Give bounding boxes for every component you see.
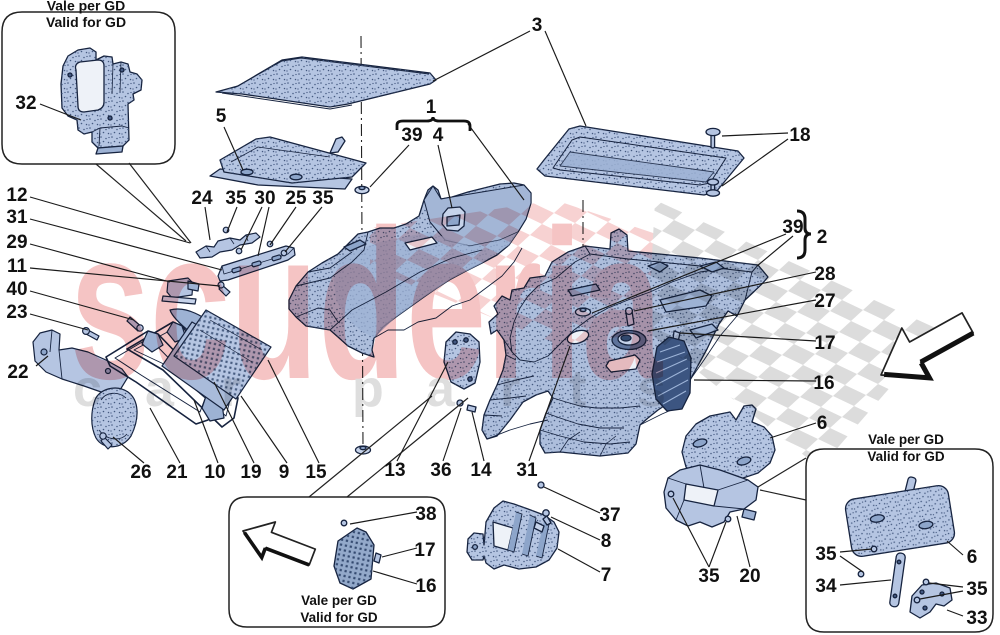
svg-text:28: 28 (814, 264, 835, 285)
svg-text:33: 33 (966, 608, 987, 629)
svg-text:17: 17 (814, 333, 835, 354)
svg-text:22: 22 (7, 362, 28, 383)
svg-text:7: 7 (601, 565, 612, 586)
svg-text:5: 5 (216, 106, 227, 127)
svg-text:19: 19 (240, 462, 261, 483)
svg-text:21: 21 (166, 462, 188, 483)
svg-text:a: a (145, 360, 175, 418)
svg-text:c: c (73, 360, 102, 418)
svg-text:Valid for GD: Valid for GD (300, 610, 378, 625)
svg-text:Vale per GD: Vale per GD (47, 0, 126, 14)
svg-text:24: 24 (191, 188, 213, 209)
svg-text:8: 8 (601, 531, 612, 552)
svg-text:r: r (221, 360, 241, 418)
svg-text:15: 15 (305, 462, 327, 483)
svg-text:2: 2 (817, 227, 828, 248)
svg-text:t: t (569, 360, 586, 418)
svg-text:Valid for GD: Valid for GD (867, 449, 945, 464)
svg-text:25: 25 (285, 188, 307, 209)
svg-text:s: s (637, 360, 666, 418)
svg-text:4: 4 (433, 125, 444, 146)
svg-text:39: 39 (401, 125, 422, 146)
svg-text:a: a (426, 360, 456, 418)
svg-text:38: 38 (415, 504, 436, 525)
svg-text:p: p (352, 360, 384, 418)
svg-text:40: 40 (6, 279, 27, 300)
svg-text:31: 31 (6, 207, 28, 228)
svg-text:35: 35 (966, 579, 988, 600)
svg-text:26: 26 (130, 462, 151, 483)
svg-text:scuderia: scuderia (70, 185, 664, 424)
svg-text:36: 36 (430, 460, 451, 481)
svg-text:20: 20 (739, 566, 760, 587)
svg-text:18: 18 (789, 125, 810, 146)
svg-text:31: 31 (516, 460, 538, 481)
svg-text:10: 10 (204, 462, 225, 483)
svg-text:16: 16 (415, 576, 436, 597)
svg-text:r: r (500, 360, 520, 418)
svg-text:12: 12 (6, 185, 27, 206)
svg-text:27: 27 (814, 291, 835, 312)
svg-text:37: 37 (599, 505, 620, 526)
svg-text:Valid for GD: Valid for GD (46, 14, 126, 30)
svg-text:11: 11 (7, 256, 28, 277)
svg-text:39: 39 (782, 217, 803, 238)
svg-text:Vale per GD: Vale per GD (301, 593, 377, 608)
svg-text:9: 9 (279, 462, 290, 483)
svg-text:1: 1 (426, 97, 437, 118)
svg-text:34: 34 (815, 576, 837, 597)
svg-text:17: 17 (414, 540, 435, 561)
svg-text:16: 16 (813, 373, 834, 394)
svg-text:3: 3 (532, 15, 543, 36)
svg-text:35: 35 (225, 188, 247, 209)
svg-text:6: 6 (817, 413, 828, 434)
svg-text:32: 32 (15, 93, 36, 114)
svg-text:30: 30 (254, 188, 275, 209)
svg-text:23: 23 (6, 302, 27, 323)
svg-text:6: 6 (967, 547, 978, 568)
svg-text:Vale per GD: Vale per GD (868, 432, 944, 447)
svg-text:35: 35 (815, 544, 837, 565)
svg-text:14: 14 (470, 460, 492, 481)
svg-text:35: 35 (698, 566, 720, 587)
svg-text:13: 13 (384, 460, 405, 481)
svg-text:29: 29 (6, 232, 27, 253)
svg-text:35: 35 (312, 188, 334, 209)
